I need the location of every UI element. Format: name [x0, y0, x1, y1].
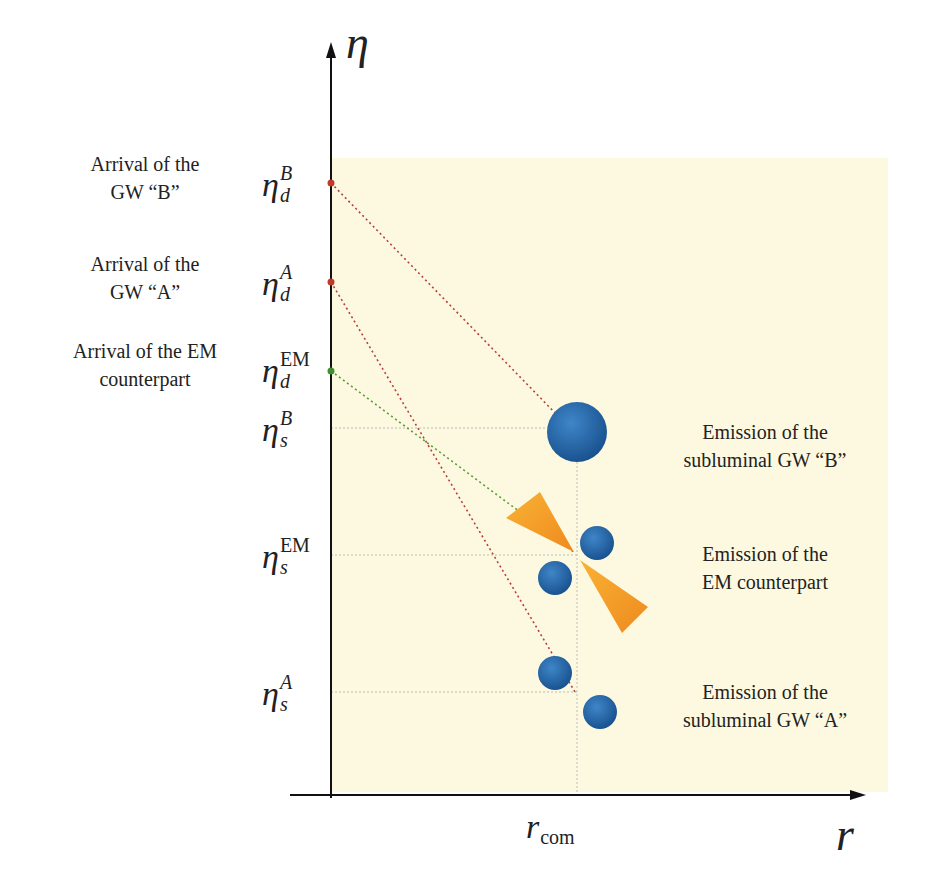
binary-component [538, 656, 572, 690]
gw-a-ray [331, 282, 575, 692]
math-subscript: d [280, 371, 290, 391]
arrival-dot [328, 180, 335, 187]
binary-component [580, 526, 614, 560]
axis-label: η [346, 20, 347, 21]
guide-line [331, 692, 577, 693]
arrival-dot [328, 368, 335, 375]
math-superscript: B [280, 408, 292, 428]
tick-label: ηAd [262, 267, 263, 268]
math-subscript: com [540, 827, 574, 847]
em-ray [331, 371, 575, 553]
math-symbol: η [262, 677, 279, 711]
math-subscript: d [280, 284, 290, 304]
annotation-text: Emission of the subluminal GW “A” [672, 678, 859, 734]
tick-label: ηEMd [262, 354, 263, 355]
annotation-text: Arrival of the EM counterpart [66, 337, 224, 393]
guide-line [331, 555, 577, 556]
binary-component [538, 561, 572, 595]
tick-label: ηEMs [262, 540, 263, 541]
em-jet [506, 492, 574, 552]
tick-label: ηAs [262, 677, 263, 678]
tick-label: ηBd [262, 168, 263, 169]
math-symbol: η [262, 540, 279, 574]
annotation-text: Emission of the EM counterpart [690, 540, 840, 596]
math-symbol: r [526, 810, 539, 844]
annotation-text: Arrival of the GW “A” [79, 250, 211, 306]
tick-label: ηBs [262, 413, 263, 414]
arrival-dot [328, 279, 335, 286]
math-subscript: s [280, 430, 288, 450]
math-symbol: η [262, 354, 279, 388]
math-symbol: η [262, 413, 279, 447]
guide-line [331, 428, 577, 429]
gw-b-ray [331, 183, 560, 418]
math-superscript: A [280, 672, 292, 692]
background-region [331, 158, 888, 792]
math-superscript: EM [280, 349, 310, 369]
math-subscript: s [280, 557, 288, 577]
guide-line [577, 430, 578, 795]
math-symbol: η [262, 168, 279, 202]
binary-component [583, 695, 617, 729]
tick-label: rcom [526, 810, 527, 811]
annotation-text: Emission of the subluminal GW “B” [672, 418, 859, 474]
annotation-text: Arrival of the GW “B” [79, 150, 211, 206]
math-symbol: η [346, 20, 369, 66]
math-superscript: A [280, 262, 292, 282]
math-superscript: EM [280, 535, 310, 555]
r-axis [290, 794, 852, 796]
axis-arrowhead [850, 790, 866, 800]
math-symbol: r [836, 812, 854, 858]
axis-label: r [836, 812, 837, 813]
merged-object [547, 402, 607, 462]
axis-arrowhead [326, 42, 336, 58]
math-symbol: η [262, 267, 279, 301]
eta-axis [330, 55, 332, 798]
math-subscript: d [280, 185, 290, 205]
math-subscript: s [280, 694, 288, 714]
math-superscript: B [280, 163, 292, 183]
em-jet [580, 560, 648, 633]
